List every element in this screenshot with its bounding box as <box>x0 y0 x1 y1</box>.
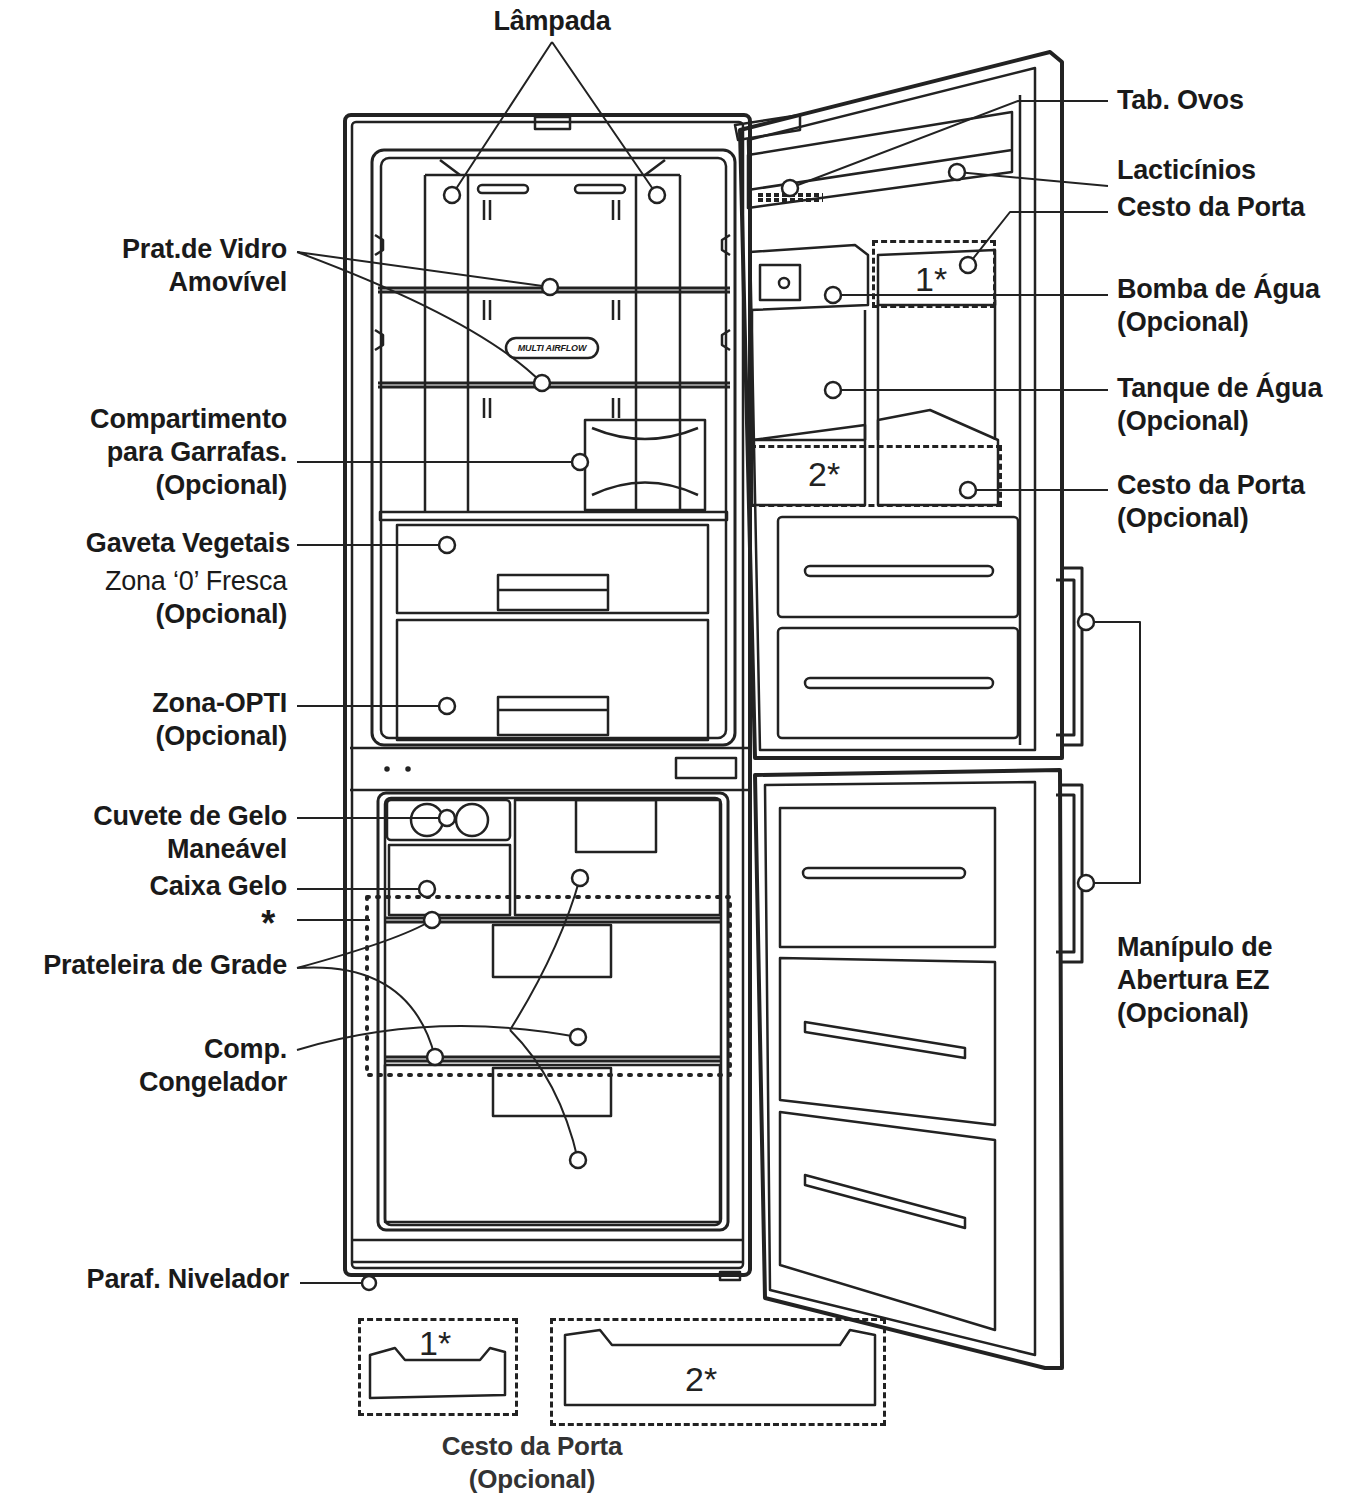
part-label: Caixa Gelo <box>67 870 287 903</box>
callout-number: 2* <box>685 1361 717 1397</box>
part-label: Cesto da Porta (Opcional) <box>417 1430 647 1496</box>
panel-grip <box>803 868 965 878</box>
panel-grip <box>805 566 993 576</box>
ice-tray-shelf <box>387 800 510 840</box>
fridge-door <box>740 52 1062 758</box>
freezer-panel <box>780 1112 995 1330</box>
fridge-compartment <box>372 150 735 745</box>
drawer-handle <box>498 575 608 610</box>
part-label: Cesto da Porta <box>1117 191 1352 224</box>
part-label: Comp. Congelador <box>97 1033 287 1099</box>
control-panel <box>676 758 736 778</box>
door-rails <box>878 300 995 440</box>
door-panel <box>778 628 1018 738</box>
panel-grip <box>805 1175 965 1228</box>
ice-knob <box>456 804 488 836</box>
cabinet-outline <box>345 115 750 1275</box>
part-label: Bomba de Água (Opcional) <box>1117 273 1359 339</box>
part-label: Prateleira de Grade <box>0 949 287 982</box>
vent-slot <box>478 185 528 193</box>
door-panel <box>778 517 1018 617</box>
door-bin <box>878 250 995 305</box>
vent-slot <box>575 185 625 193</box>
door-handle <box>1056 568 1082 745</box>
part-label: Cesto da Porta (Opcional) <box>1117 469 1357 535</box>
callout-dots <box>419 164 1094 1168</box>
dashed-basket-box: 1* <box>872 240 996 308</box>
freezer-door-liner <box>765 782 1035 1355</box>
door-handle <box>1056 785 1082 962</box>
part-label: Lacticínios <box>1117 154 1352 187</box>
pump-button <box>779 278 789 288</box>
drawer-handle <box>498 697 608 735</box>
airflow-badge <box>506 338 598 358</box>
door-liner <box>748 68 1035 750</box>
freezer-compartment <box>378 793 728 1230</box>
part-label: Paraf. Nivelador <box>19 1263 289 1296</box>
fridge-liner <box>381 158 726 738</box>
glass-shelves <box>378 288 730 387</box>
part-label: Lâmpada <box>442 5 662 38</box>
drawer-cover <box>380 512 727 520</box>
freezer-panel <box>780 808 995 947</box>
part-label: Manípulo de Abertura EZ (Opcional) <box>1117 931 1307 1030</box>
base <box>352 1240 743 1262</box>
part-label: (Opcional) <box>87 598 287 631</box>
part-label: Tanque de Água (Opcional) <box>1117 372 1359 438</box>
badge-text: MULTI AIRFLOW <box>507 340 597 356</box>
part-label: Prat.de Vidro Amovível <box>72 233 287 299</box>
bottle-rack <box>585 420 705 510</box>
part-label: Zona-OPTI (Opcional) <box>112 687 287 753</box>
top-hinge <box>535 117 570 129</box>
part-label: Compartimento para Garrafas. (Opcional) <box>42 403 287 502</box>
dashed-basket-box: 2* <box>550 1318 886 1426</box>
callout-number: 1* <box>915 261 947 297</box>
part-label: Zona ‘0’ Fresca <box>0 565 287 598</box>
dashed-basket-box: 1* <box>358 1318 518 1416</box>
panel-grip <box>805 678 993 688</box>
indicator <box>386 768 389 771</box>
door-basket <box>565 1330 875 1405</box>
dashed-basket-box: 2* <box>750 445 1002 507</box>
opti-drawer <box>397 620 708 740</box>
leader-lines <box>297 42 1140 1283</box>
indicator <box>407 768 410 771</box>
freezer-liner <box>385 798 721 1225</box>
drawer-handle <box>576 800 656 852</box>
part-label: Cuvete de Gelo Maneável <box>37 800 287 866</box>
water-tank <box>752 310 865 440</box>
shelf-supports <box>375 235 730 350</box>
foot <box>720 1272 740 1280</box>
callout-number: 1* <box>419 1325 451 1361</box>
part-label: Gaveta Vegetais <box>0 527 290 560</box>
ice-box <box>389 845 510 915</box>
leveling-foot <box>362 1276 376 1290</box>
cabinet-inner-line <box>352 122 743 1268</box>
part-label: * <box>235 904 275 944</box>
door-bin <box>752 425 865 505</box>
dotted-region <box>367 897 730 1075</box>
panel-grip <box>805 1022 965 1058</box>
freezer-door <box>755 770 1062 1368</box>
vegetable-drawer <box>397 525 708 613</box>
callout-number: 2* <box>808 456 840 492</box>
air-vents <box>484 200 619 418</box>
part-label: Tab. Ovos <box>1117 84 1352 117</box>
egg-tray <box>748 112 1012 208</box>
freezer-panel <box>780 958 995 1125</box>
water-pump <box>750 245 868 310</box>
divider <box>350 748 748 790</box>
